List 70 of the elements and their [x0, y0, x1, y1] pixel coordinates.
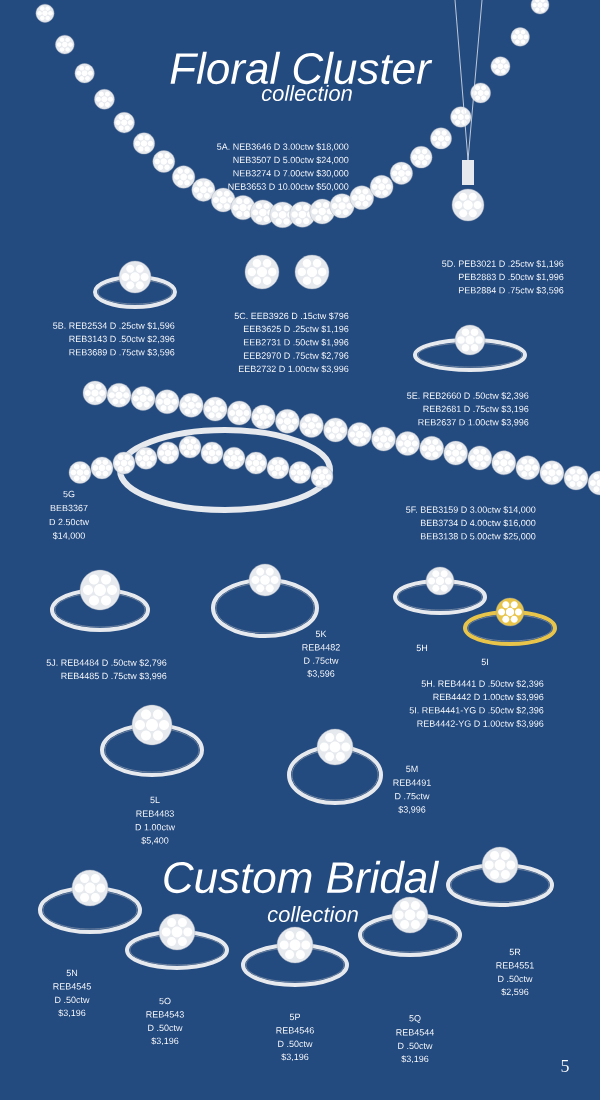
- product-info: REB4546: [276, 1027, 314, 1034]
- product-info: 5P: [289, 1013, 301, 1021]
- heading: Floral Cluster: [170, 51, 433, 85]
- product-info: $3,196: [58, 1009, 86, 1018]
- page-number: 5: [561, 1060, 569, 1072]
- product-info: D .50ctw: [398, 1042, 433, 1049]
- product-info: REB3689 D .75ctw $3,596: [69, 348, 175, 357]
- product-info: REB3143 D .50ctw $2,396: [69, 335, 175, 344]
- product-info: $3,196: [281, 1053, 309, 1062]
- product-info: D 2.50ctw: [49, 518, 89, 526]
- product-info: PEB2883 D .50ctw $1,996: [458, 273, 564, 282]
- heading: Custom Bridal: [164, 860, 440, 894]
- product-info: REB4551: [496, 962, 534, 969]
- product-info: REB2681 D .75ctw $3,196: [423, 405, 529, 414]
- product-info: D .50ctw: [148, 1024, 183, 1031]
- product-info: NEB3507 D 5.00ctw $24,000: [233, 156, 349, 165]
- product-info: 5H. REB4441 D .50ctw $2,396: [421, 680, 544, 688]
- product-info: BEB3138 D 5.00ctw $25,000: [420, 532, 536, 541]
- product-info: REB2637 D 1.00ctw $3,996: [418, 418, 529, 427]
- product-info: 5F. BEB3159 D 3.00ctw $14,000: [406, 506, 536, 514]
- product-info: 5A. NEB3646 D 3.00ctw $18,000: [217, 143, 349, 151]
- product-info: BEB3734 D 4.00ctw $16,000: [420, 519, 536, 528]
- product-info: 5B. REB2534 D .25ctw $1,596: [53, 322, 175, 330]
- product-info: 5E. REB2660 D .50ctw $2,396: [407, 392, 529, 400]
- product-info: D .50ctw: [55, 996, 90, 1003]
- product-info: $2,596: [501, 988, 529, 997]
- product-info: 5L: [150, 796, 160, 804]
- product-info: D 1.00ctw: [135, 824, 175, 831]
- product-info: PEB2884 D .75ctw $3,596: [458, 286, 564, 295]
- product-info: 5G: [63, 490, 75, 498]
- product-info: $14,000: [52, 532, 85, 540]
- product-info: 5O: [159, 997, 171, 1005]
- product-info: REB4482: [302, 644, 340, 651]
- product-info: 5N: [66, 969, 77, 977]
- product-info: REB4483: [136, 810, 174, 817]
- product-info: 5H: [416, 644, 428, 652]
- product-info: D .75ctw: [395, 793, 430, 800]
- product-info: $5,400: [141, 836, 169, 845]
- product-info: REB4442-YG D 1.00ctw $3,996: [417, 720, 544, 728]
- product-info: D .75ctw: [304, 657, 339, 664]
- product-info: REB4544: [396, 1029, 434, 1036]
- product-info: 5C. EEB3926 D .15ctw $796: [234, 312, 349, 320]
- product-info: D .50ctw: [278, 1040, 313, 1047]
- product-info: D .50ctw: [498, 975, 533, 982]
- product-info: $3,196: [401, 1055, 429, 1064]
- product-info: REB4485 D .75ctw $3,996: [61, 672, 167, 681]
- product-info: $3,196: [151, 1037, 179, 1046]
- subheading: collection: [267, 905, 358, 923]
- product-info: REB4442 D 1.00ctw $3,996: [433, 693, 544, 702]
- product-info: NEB3653 D 10.00ctw $50,000: [228, 183, 349, 191]
- product-info: 5D. PEB3021 D .25ctw $1,196: [442, 260, 564, 268]
- product-info: EEB2731 D .50ctw $1,996: [243, 338, 349, 347]
- product-info: EEB3625 D .25ctw $1,196: [243, 325, 349, 334]
- product-info: 5I: [481, 658, 488, 666]
- product-info: 5R: [509, 948, 521, 956]
- product-info: EEB2970 D .75ctw $2,796: [243, 352, 349, 360]
- product-info: EEB2732 D 1.00ctw $3,996: [238, 365, 349, 374]
- product-info: 5Q: [409, 1015, 421, 1023]
- product-info: REB4545: [53, 983, 91, 990]
- product-info: 5M: [406, 765, 418, 773]
- product-info: 5K: [315, 630, 327, 638]
- product-info: REB4543: [146, 1011, 184, 1018]
- product-info: 5J. REB4484 D .50ctw $2,796: [46, 659, 167, 667]
- product-info: NEB3274 D 7.00ctw $30,000: [233, 169, 349, 178]
- product-info: $3,596: [307, 670, 335, 678]
- product-info: REB4491: [393, 779, 431, 786]
- product-info: 5I. REB4441-YG D .50ctw $2,396: [409, 706, 544, 715]
- subheading: collection: [261, 84, 352, 102]
- product-info: BEB3367: [50, 504, 88, 512]
- product-info: $3,996: [398, 805, 426, 814]
